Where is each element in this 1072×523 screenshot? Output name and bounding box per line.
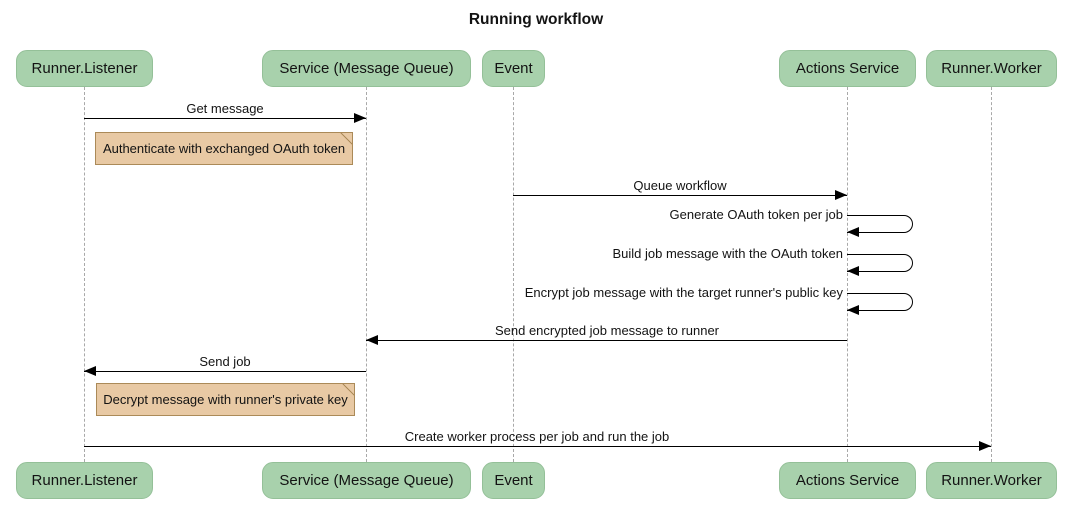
self-loop-line <box>847 293 913 311</box>
participant-bottom-actions-service: Actions Service <box>779 462 916 499</box>
arrowhead-left-icon <box>84 366 96 376</box>
message-line-send-job <box>84 371 366 373</box>
participant-bottom-service-message-queue: Service (Message Queue) <box>262 462 471 499</box>
message-label-send-encrypted-job: Send encrypted job message to runner <box>494 323 720 338</box>
participant-top-event: Event <box>482 50 545 87</box>
arrowhead-left-icon <box>847 266 859 276</box>
note-decrypt: Decrypt message with runner's private ke… <box>96 383 355 416</box>
message-line-queue-workflow <box>513 195 847 197</box>
self-loop-line <box>847 215 913 233</box>
lifeline-runner-worker <box>991 87 992 462</box>
participant-bottom-runner-listener: Runner.Listener <box>16 462 153 499</box>
note-fold-corner-icon <box>342 383 355 396</box>
message-line-get-message <box>84 118 366 120</box>
arrowhead-left-icon <box>847 227 859 237</box>
message-label-queue-workflow: Queue workflow <box>633 178 727 193</box>
message-line-send-encrypted-job <box>366 340 847 342</box>
participant-top-service-message-queue: Service (Message Queue) <box>262 50 471 87</box>
message-label-generate-oauth-token: Generate OAuth token per job <box>669 207 843 222</box>
diagram-title: Running workflow <box>468 11 604 28</box>
message-label-encrypt-job-message: Encrypt job message with the target runn… <box>524 285 843 300</box>
note-text: Authenticate with exchanged OAuth token <box>102 141 346 156</box>
note-authenticate: Authenticate with exchanged OAuth token <box>95 132 353 165</box>
lifeline-runner-listener <box>84 87 85 462</box>
participant-bottom-runner-worker: Runner.Worker <box>926 462 1057 499</box>
message-label-get-message: Get message <box>186 101 264 116</box>
arrowhead-right-icon <box>979 441 991 451</box>
message-line-create-worker <box>84 446 991 448</box>
participant-top-runner-worker: Runner.Worker <box>926 50 1057 87</box>
note-text: Decrypt message with runner's private ke… <box>103 392 348 407</box>
participant-bottom-event: Event <box>482 462 545 499</box>
lifeline-service-message-queue <box>366 87 367 462</box>
note-fold-corner-icon <box>340 132 353 145</box>
message-label-create-worker: Create worker process per job and run th… <box>404 429 670 444</box>
participant-top-actions-service: Actions Service <box>779 50 916 87</box>
message-label-build-job-message: Build job message with the OAuth token <box>612 246 843 261</box>
arrowhead-left-icon <box>847 305 859 315</box>
arrowhead-right-icon <box>354 113 366 123</box>
lifeline-event <box>513 87 514 462</box>
arrowhead-right-icon <box>835 190 847 200</box>
message-label-send-job: Send job <box>199 354 251 369</box>
participant-top-runner-listener: Runner.Listener <box>16 50 153 87</box>
self-loop-line <box>847 254 913 272</box>
arrowhead-left-icon <box>366 335 378 345</box>
